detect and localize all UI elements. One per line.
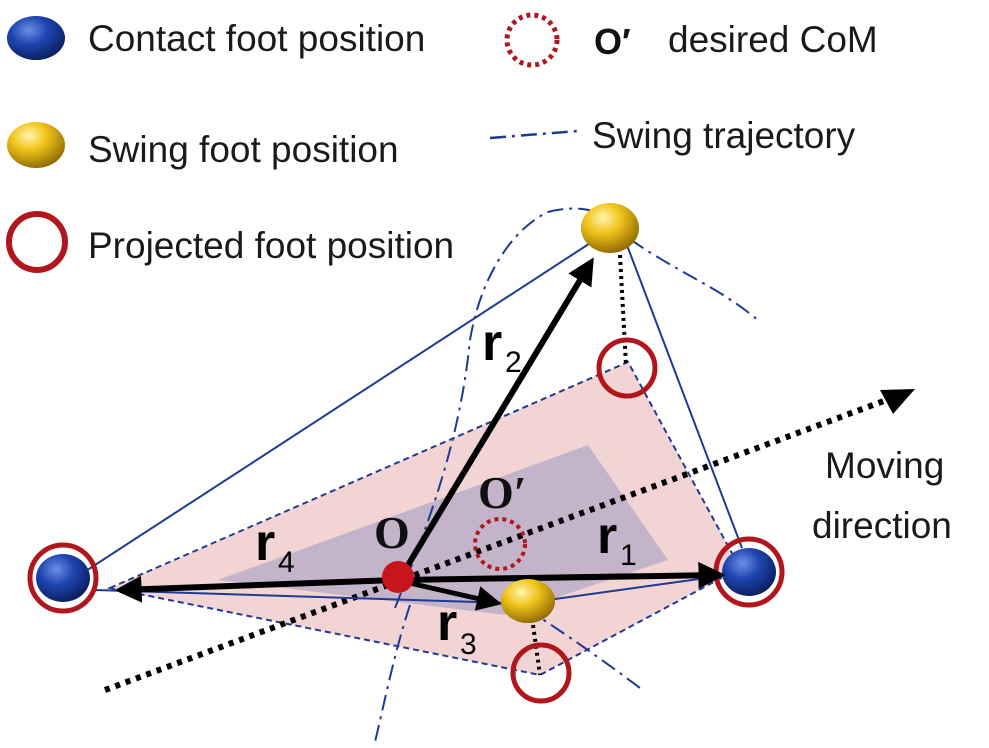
contact-foot-left xyxy=(36,554,90,602)
desired-com-label: O′ xyxy=(478,467,527,518)
vector-r1 xyxy=(399,561,726,589)
projected-foot-rear xyxy=(510,642,572,704)
projection-line-front xyxy=(618,254,628,366)
moving-direction-arrowhead xyxy=(880,389,915,414)
vector-r4 xyxy=(114,575,396,603)
swing-foot-rear xyxy=(501,579,555,623)
label-r3-r: r xyxy=(437,594,457,652)
legend-com: O′ desired CoM xyxy=(504,12,878,68)
edge-swing-right xyxy=(547,574,729,601)
moving-direction-line xyxy=(103,392,902,693)
legend-com-label: desired CoM xyxy=(668,19,878,60)
edge-top-right xyxy=(624,239,743,549)
legend-projected-label: Projected foot position xyxy=(88,225,454,266)
gold-sphere-icon xyxy=(7,122,65,168)
label-r4-r: r xyxy=(255,514,275,572)
label-r1-r: r xyxy=(597,507,617,565)
label-r2: r 2 xyxy=(482,314,522,379)
moving-direction-label-line2: direction xyxy=(812,505,952,546)
edge-left-swing xyxy=(94,589,509,604)
legend-com-symbol: O′ xyxy=(594,21,631,62)
label-r3: r 3 xyxy=(437,594,477,661)
legend-swing: Swing foot position xyxy=(7,122,399,170)
contact-foot-right xyxy=(722,548,776,596)
legend-contact-label: Contact foot position xyxy=(88,18,425,59)
dash-dot-line-icon xyxy=(489,129,579,140)
label-r2-r: r xyxy=(482,314,502,372)
legend-projected: Projected foot position xyxy=(6,211,454,273)
edge-left-top xyxy=(71,237,599,581)
vector-r3 xyxy=(404,579,502,611)
legend-trajectory-label: Swing trajectory xyxy=(592,115,856,156)
label-r2-sub: 2 xyxy=(505,346,522,379)
label-r4-sub: 4 xyxy=(278,546,295,579)
moving-direction-label-line1: Moving xyxy=(825,445,944,486)
support-edges xyxy=(71,237,743,604)
label-r1: r 1 xyxy=(597,507,637,572)
projected-foot-front xyxy=(596,337,658,399)
legend-swing-label: Swing foot position xyxy=(88,129,399,170)
legend-contact: Contact foot position xyxy=(7,16,425,60)
label-r3-sub: 3 xyxy=(460,628,477,661)
dotted-circle-icon xyxy=(504,12,560,68)
blue-sphere-icon xyxy=(7,16,65,60)
legend: Contact foot position O′ desired CoM Swi… xyxy=(6,12,878,273)
swing-foot-front xyxy=(581,203,639,253)
contact-foot-left-ring xyxy=(27,542,99,614)
label-r4: r 4 xyxy=(255,514,295,579)
vector-r2 xyxy=(399,257,594,577)
legend-trajectory: Swing trajectory xyxy=(489,115,856,156)
position-vectors xyxy=(114,257,726,611)
desired-com-marker xyxy=(473,517,527,571)
swing-trajectory-front xyxy=(394,207,759,609)
label-r1-sub: 1 xyxy=(620,539,637,572)
inner-support-polygon xyxy=(218,445,668,615)
projection-line-rear xyxy=(531,624,542,676)
origin-label: O xyxy=(374,507,410,558)
origin-point xyxy=(382,561,414,593)
red-ring-icon xyxy=(6,211,68,273)
